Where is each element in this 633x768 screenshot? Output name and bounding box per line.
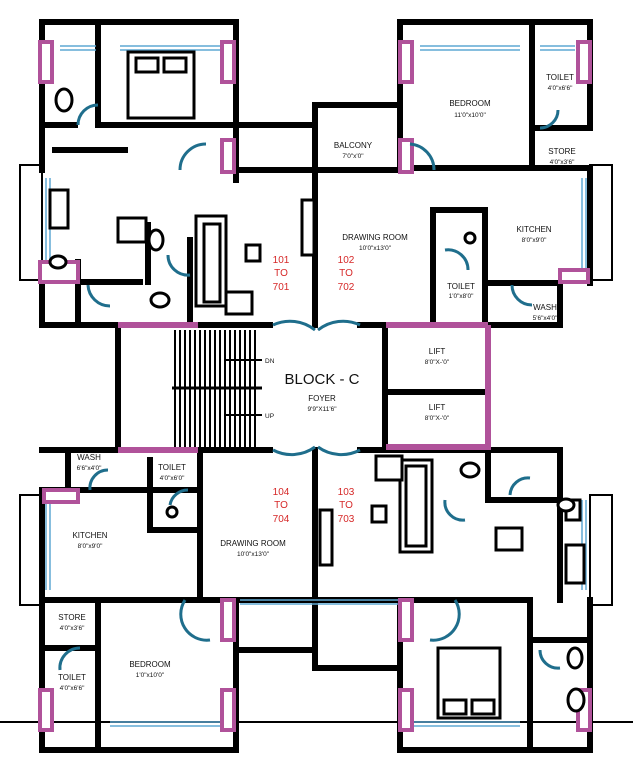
unit-4-to-word: TO — [339, 500, 353, 511]
unit-1-from: 101 — [273, 255, 290, 266]
drawing-top-size: 10'0"x13'0" — [359, 245, 392, 252]
kitchen-tr-name: KITCHEN — [516, 225, 551, 234]
bedroom-tr-size: 11'0"x10'0" — [454, 112, 486, 119]
core-labels: BLOCK - C FOYER 9'9"X11'6" DN UP LIFT 8'… — [265, 347, 450, 422]
unit-3-from: 104 — [273, 487, 290, 498]
toilet-tr-size: 4'0"x6'6" — [548, 85, 573, 92]
unit-1-to-word: TO — [274, 268, 288, 279]
toilet-tr2-size: 1'0"x8'0" — [449, 293, 474, 300]
wash-bl-name: WASH — [77, 453, 101, 462]
staircase — [172, 330, 262, 447]
toilet-tr2-name: TOILET — [447, 282, 475, 291]
drawing-top-name: DRAWING ROOM — [342, 233, 408, 242]
core-walls-purple — [118, 322, 491, 453]
drawing-bottom-size: 10'0"x13'0" — [237, 551, 270, 558]
stair-down-label: DN — [265, 358, 275, 365]
unit-3-to-word: TO — [274, 500, 288, 511]
unit-labels: 101 TO 701 102 TO 702 104 TO 704 103 TO … — [273, 255, 355, 525]
store-bl-name: STORE — [58, 613, 85, 622]
foyer-size: 9'9"X11'6" — [307, 406, 337, 413]
toilet-bl-size: 4'0"x6'0" — [160, 475, 185, 482]
lift-2-size: 8'0"X-'0" — [425, 415, 450, 422]
store-tr-name: STORE — [548, 147, 575, 156]
kitchen-bl-size: 8'0"x9'0" — [78, 543, 103, 550]
fixtures — [48, 87, 586, 713]
unit-3-to: 704 — [273, 514, 290, 525]
toilet-icon — [459, 461, 481, 479]
kitchen-bl-name: KITCHEN — [72, 531, 107, 540]
store-tr-size: 4'0"x3'6" — [550, 159, 575, 166]
toilet-bl2-name: TOILET — [58, 673, 86, 682]
toilet-icon — [54, 87, 74, 113]
toilet-icon — [566, 646, 584, 670]
store-bl-size: 4'0"x3'6" — [60, 625, 85, 632]
bedroom-bl-size: 1'0"x10'0" — [136, 672, 165, 679]
balcony-size: 7'0"x'0" — [342, 153, 364, 160]
kitchen-tr-size: 8'0"x9'0" — [522, 237, 547, 244]
stair-up-label: UP — [265, 413, 274, 420]
bedroom-bl-name: BEDROOM — [129, 660, 171, 669]
balcony-name: BALCONY — [334, 141, 373, 150]
block-title: BLOCK - C — [284, 371, 359, 388]
unit-4-to: 703 — [338, 514, 355, 525]
windows — [45, 45, 587, 727]
unit-2-to: 702 — [338, 282, 355, 293]
unit-2-from: 102 — [338, 255, 355, 266]
lift-1-size: 8'0"X-'0" — [425, 359, 450, 366]
foyer-name: FOYER — [308, 394, 336, 403]
toilet-icon — [149, 291, 171, 309]
toilet-tr-name: TOILET — [546, 73, 574, 82]
unit-4-from: 103 — [338, 487, 355, 498]
drawing-bottom-name: DRAWING ROOM — [220, 539, 286, 548]
toilet-icon — [566, 687, 586, 713]
lift-1-name: LIFT — [429, 347, 446, 356]
lift-2-name: LIFT — [429, 403, 446, 412]
window-frames — [19, 164, 613, 606]
furniture — [48, 50, 586, 720]
toilet-icon — [147, 228, 165, 252]
unit-2-to-word: TO — [339, 268, 353, 279]
door-swings — [58, 103, 561, 671]
bedroom-tr-name: BEDROOM — [449, 99, 491, 108]
unit-1-to: 701 — [273, 282, 290, 293]
wash-tr-size: 5'6"x4'0" — [533, 315, 558, 322]
toilet-bl2-size: 4'0"x6'6" — [60, 685, 85, 692]
room-labels: BEDROOM 11'0"x10'0" TOILET 4'0"x6'6" STO… — [58, 73, 576, 692]
wash-tr-name: WASH — [533, 303, 557, 312]
columns — [38, 40, 592, 732]
wash-bl-size: 6'6"x4'0" — [77, 465, 102, 472]
toilet-bl-name: TOILET — [158, 463, 186, 472]
